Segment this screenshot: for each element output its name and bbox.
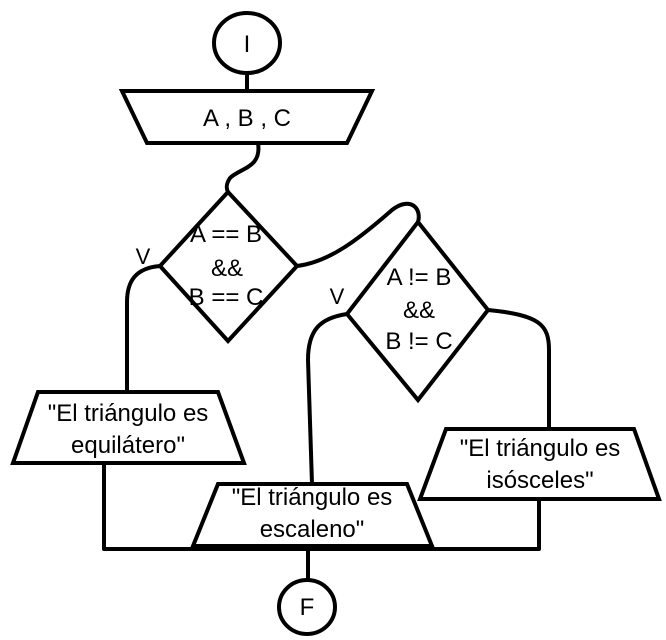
decision1-diamond [157, 189, 300, 344]
output-equilateral-shape [10, 390, 247, 465]
input-shape [118, 89, 376, 145]
connector-decision1-true [125, 264, 162, 394]
decision2-true-label: V [330, 284, 345, 309]
decision-scalene: A != B && B != C V [330, 218, 491, 404]
end-circle [277, 578, 337, 636]
decision1-true-label: V [136, 244, 151, 269]
output-isosceles-line2: isósceles" [486, 467, 593, 494]
decision2-diamond [344, 218, 491, 404]
decision1-line3: B == C [189, 284, 264, 311]
start-circle [212, 11, 282, 75]
start-label: I [244, 31, 251, 58]
output-equilateral-line2: equilátero" [71, 432, 185, 459]
output-scalene-line1: "El triángulo es [232, 484, 393, 511]
decision-equilateral: A == B && B == C V [136, 189, 300, 344]
connector-decision1-to-decision2 [295, 201, 421, 268]
output-equilateral-line1: "El triángulo es [48, 400, 209, 427]
output-isosceles: "El triángulo es isósceles" [417, 427, 662, 501]
decision2-line1: A != B [387, 264, 452, 291]
connector-input-to-decision1 [224, 141, 261, 194]
decision1-line2: && [211, 255, 243, 282]
output-scalene-shape [190, 482, 435, 548]
end-label: F [300, 594, 315, 621]
output-scalene-line2: escaleno" [260, 516, 365, 543]
output-isosceles-shape [417, 427, 662, 501]
output-isosceles-line1: "El triángulo es [460, 435, 621, 462]
output-equilateral: "El triángulo es equilátero" [10, 390, 247, 465]
start-terminal: I [212, 11, 282, 75]
decision2-line3: B != C [385, 328, 452, 355]
connector-decision2-true [306, 312, 349, 486]
connector-merge [102, 459, 541, 551]
input-box: A , B , C [118, 89, 376, 145]
output-scalene: "El triángulo es escaleno" [190, 482, 435, 548]
input-label: A , B , C [203, 105, 291, 132]
decision1-line1: A == B [190, 221, 262, 248]
end-terminal: F [277, 578, 337, 636]
connector-decision2-false [486, 308, 551, 431]
connectors [102, 71, 551, 582]
decision2-line2: && [403, 297, 435, 324]
